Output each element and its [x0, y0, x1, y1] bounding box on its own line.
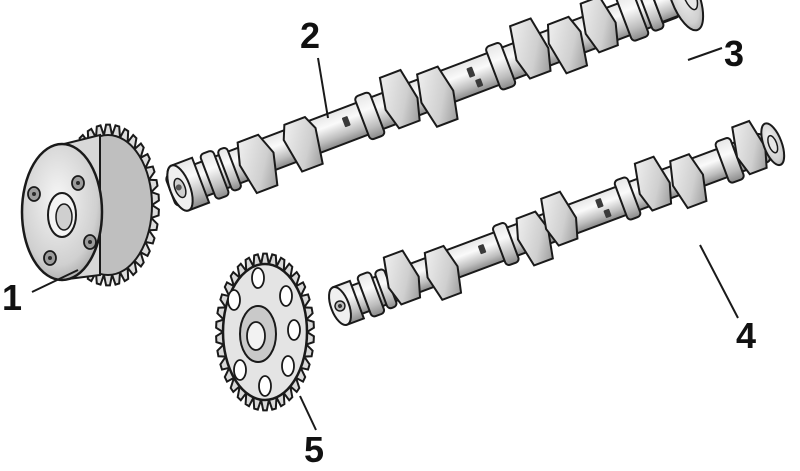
leader-line-3 — [687, 47, 723, 61]
leader-line-1 — [31, 269, 79, 293]
intake-snout — [166, 156, 211, 212]
exhaust-journals — [356, 137, 745, 318]
exhaust-shaft-pins — [477, 198, 612, 255]
callout-5: 5 — [304, 429, 324, 470]
exhaust-cam-lobes — [382, 119, 768, 306]
callout-3: 3 — [724, 33, 744, 74]
leader-line-2 — [317, 57, 329, 119]
intake-journals — [199, 0, 665, 200]
callout-1: 1 — [2, 277, 22, 318]
callout-labels: 1 2 3 4 5 — [2, 15, 756, 470]
intake-end-flange — [649, 0, 705, 32]
vvt-sprocket — [20, 123, 160, 287]
exhaust-camshaft — [328, 119, 786, 327]
exhaust-snout — [328, 279, 366, 327]
intake-camshaft — [165, 0, 705, 212]
exhaust-sprocket-bore — [246, 321, 266, 351]
exhaust-sprocket — [215, 252, 315, 412]
exhaust-sprocket-holes — [227, 267, 301, 397]
leader-line-4 — [699, 244, 739, 319]
callout-2: 2 — [300, 15, 320, 56]
intake-shaft-pins — [341, 66, 484, 128]
leader-line-5 — [299, 395, 317, 431]
leader-lines — [31, 47, 739, 431]
vvt-bolt-heads — [32, 181, 92, 260]
callout-4: 4 — [736, 315, 756, 356]
exhaust-end — [760, 122, 786, 167]
intake-cam-lobes — [236, 0, 619, 195]
